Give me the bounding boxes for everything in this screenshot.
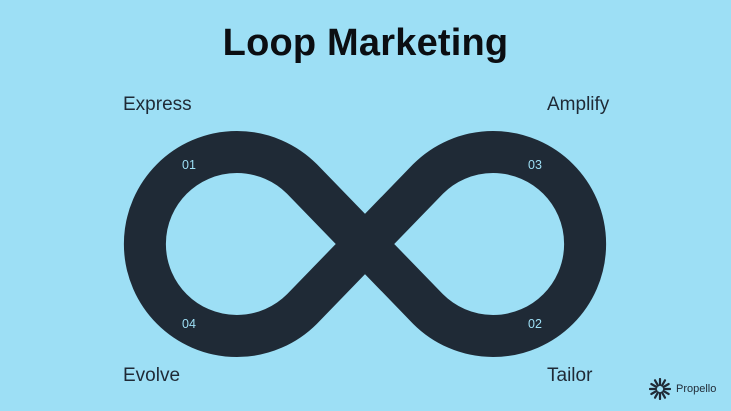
- stage-label-tailor: Tailor: [547, 365, 593, 386]
- propello-burst-icon: [649, 378, 671, 400]
- brand-name: Propello: [676, 383, 717, 395]
- stage-label-express: Express: [123, 94, 192, 115]
- stage-label-amplify: Amplify: [547, 94, 610, 115]
- stage-number-01: 01: [182, 158, 196, 172]
- stage-number-04: 04: [182, 317, 196, 331]
- stage-number-02: 02: [528, 317, 542, 331]
- brand-logo: Propello: [649, 378, 716, 400]
- slide-title: Loop Marketing: [222, 22, 509, 64]
- stage-label-evolve: Evolve: [123, 365, 181, 386]
- stage-number-03: 03: [528, 158, 542, 172]
